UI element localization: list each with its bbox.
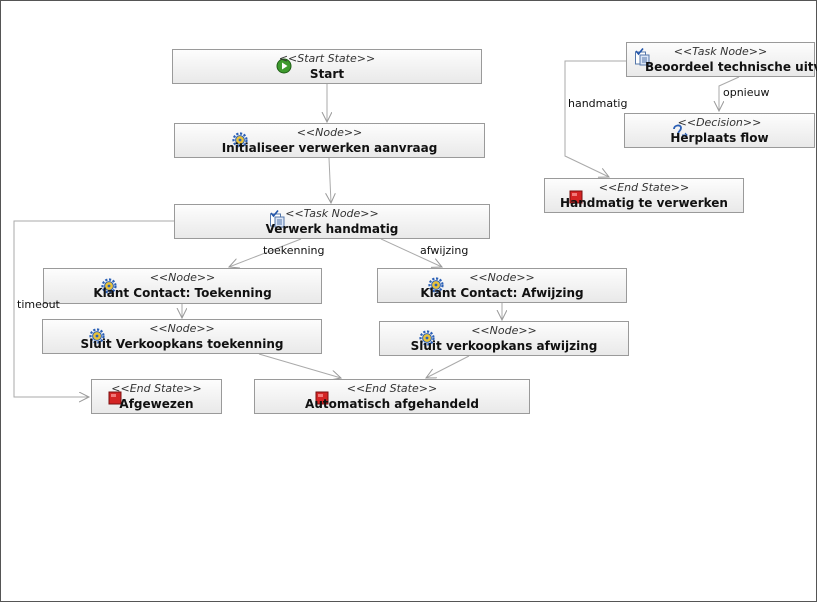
transition-label-opnieuw[interactable]: opnieuw (723, 86, 770, 99)
task-clipboard-icon (634, 47, 650, 66)
node-name: Klant Contact: Afwijzing (420, 286, 584, 300)
edge-timeout[interactable] (13, 220, 175, 397)
gear-icon (428, 277, 444, 293)
edge-initialiseer-to-verwerk[interactable] (329, 157, 331, 203)
node-stereotype: <<End State>> (598, 181, 690, 194)
node-klant-contact-toekenning[interactable]: <<Node>> Klant Contact: Toekenning (43, 268, 322, 304)
node-verwerk-handmatig[interactable]: <<Task Node>> Verwerk handmatig (174, 204, 490, 239)
node-name: Klant Contact: Toekenning (93, 286, 272, 300)
node-start[interactable]: <<Start State>> Start (172, 49, 482, 84)
gear-icon (419, 330, 435, 346)
node-stereotype: <<Task Node>> (285, 207, 379, 220)
node-name: Afgewezen (119, 397, 194, 411)
node-name: Sluit Verkoopkans toekenning (80, 337, 284, 351)
node-afgewezen[interactable]: <<End State>> Afgewezen (91, 379, 222, 414)
gear-icon (101, 278, 117, 294)
gear-icon (232, 132, 248, 148)
edge-sluit-afwijzing-to-automatisch[interactable] (426, 355, 470, 378)
transition-label-toekenning[interactable]: toekenning (263, 244, 325, 257)
task-clipboard-icon (269, 209, 285, 228)
decision-icon (671, 123, 688, 139)
node-name: Sluit verkoopkans afwijzing (410, 339, 598, 353)
edge-sluit-toekenning-to-automatisch[interactable] (258, 353, 341, 378)
edge-toekenning[interactable] (229, 238, 302, 267)
node-stereotype: <<Node>> (149, 322, 215, 335)
end-state-icon (569, 189, 585, 205)
start-play-icon (276, 58, 292, 74)
node-stereotype: <<Node>> (469, 271, 535, 284)
node-stereotype: <<Node>> (296, 126, 363, 139)
node-name: Verwerk handmatig (265, 222, 399, 236)
node-sluit-verkoopkans-afwijzing[interactable]: <<Node>> Sluit verkoopkans afwijzing (379, 321, 629, 356)
node-name: Herplaats flow (670, 131, 769, 145)
node-klant-contact-afwijzing[interactable]: <<Node>> Klant Contact: Afwijzing (377, 268, 627, 303)
node-stereotype: <<Start State>> (278, 52, 376, 65)
node-name: Start (309, 67, 345, 81)
edge-afwijzing[interactable] (380, 238, 442, 267)
node-name: Initialiseer verwerken aanvraag (221, 141, 438, 155)
node-name: Automatisch afgehandeld (305, 397, 479, 411)
node-stereotype: <<Decision>> (677, 116, 762, 129)
gear-icon (89, 328, 105, 344)
node-initialiseer-verwerken-aanvraag[interactable]: <<Node>> Initialiseer verwerken aanvraag (174, 123, 485, 158)
transition-label-handmatig[interactable]: handmatig (568, 97, 628, 110)
edge-handmatig[interactable] (564, 60, 626, 177)
edge-opnieuw[interactable] (719, 76, 740, 111)
node-handmatig-te-verwerken[interactable]: <<End State>> Handmatig te verwerken (544, 178, 744, 213)
node-beoordeel-technische-uitval[interactable]: <<Task Node>> Beoordeel technische uitva… (626, 42, 817, 77)
node-name: Beoordeel technische uitval (645, 60, 817, 74)
node-name: Handmatig te verwerken (560, 196, 728, 210)
node-herplaats-flow[interactable]: <<Decision>> Herplaats flow (624, 113, 815, 148)
end-state-icon (108, 390, 124, 406)
node-stereotype: <<End State>> (346, 382, 438, 395)
node-sluit-verkoopkans-toekenning[interactable]: <<Node>> Sluit Verkoopkans toekenning (42, 319, 322, 354)
node-automatisch-afgehandeld[interactable]: <<End State>> Automatisch afgehandeld (254, 379, 530, 414)
node-stereotype: <<Node>> (149, 271, 216, 284)
node-stereotype: <<End State>> (111, 382, 202, 395)
node-stereotype: <<Node>> (471, 324, 537, 337)
node-stereotype: <<Task Node>> (673, 45, 768, 58)
transition-label-afwijzing[interactable]: afwijzing (420, 244, 469, 257)
transition-label-timeout[interactable]: timeout (17, 298, 60, 311)
end-state-icon (315, 390, 331, 406)
